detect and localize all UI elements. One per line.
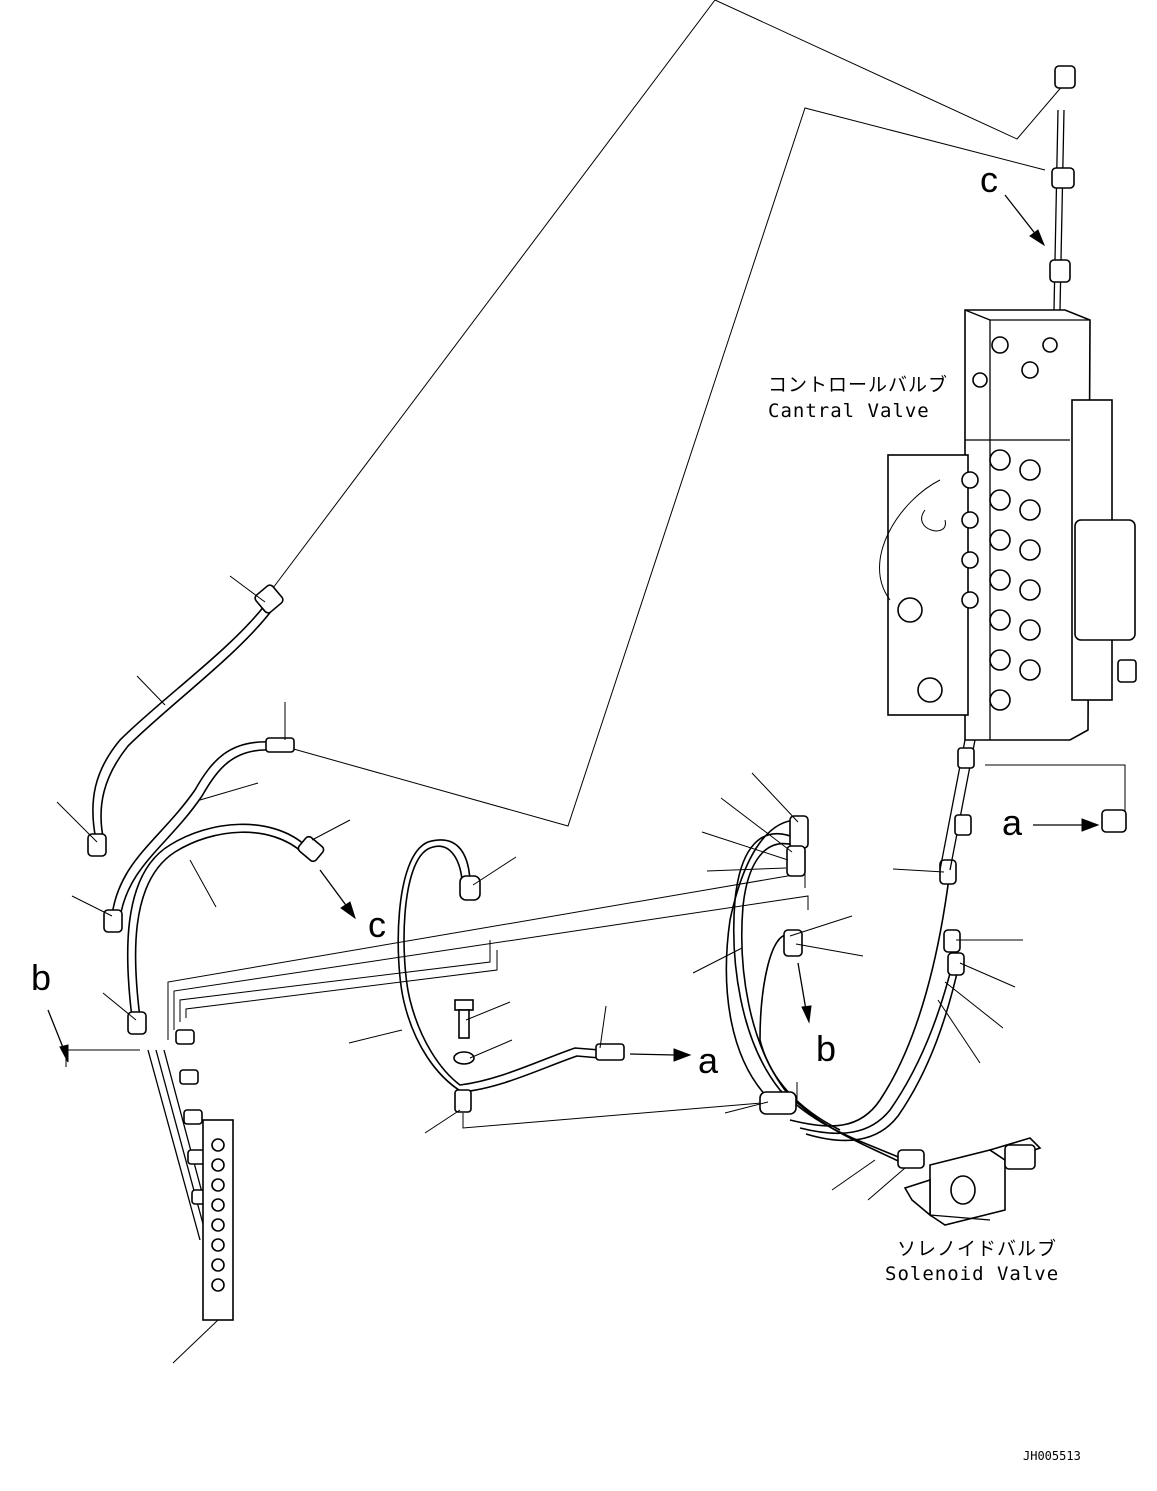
pipe-bundle <box>167 872 809 1040</box>
ref-label-c-left: c <box>368 904 386 945</box>
reference-arrows <box>47 194 1100 1063</box>
ref-label-b-left: b <box>31 957 51 998</box>
leader-lines <box>56 575 1023 1364</box>
drawing-code: JH005513 <box>1023 1449 1081 1463</box>
ref-label-a-right: a <box>1002 802 1023 843</box>
solenoid-valve <box>903 1137 1042 1226</box>
control-valve-caption-jp: コントロールバルブ <box>768 373 948 396</box>
reference-lines <box>65 0 1126 1129</box>
solenoid-valve-caption-en: Solenoid Valve <box>885 1263 1059 1285</box>
centre-hose <box>397 839 625 1113</box>
solenoid-valve-caption-jp: ソレノイドバルブ <box>897 1237 1057 1260</box>
control-valve-pipe <box>939 65 1127 871</box>
left-fittings <box>87 584 325 1035</box>
ref-label-b-right: b <box>816 1028 836 1069</box>
ref-label-a-centre: a <box>698 1040 719 1081</box>
left-hoses <box>92 604 306 1019</box>
control-valve-caption-en: Cantral Valve <box>768 400 930 422</box>
control-valve <box>879 309 1137 741</box>
manifold-block <box>147 1029 234 1321</box>
ref-label-c-top: c <box>980 159 998 200</box>
